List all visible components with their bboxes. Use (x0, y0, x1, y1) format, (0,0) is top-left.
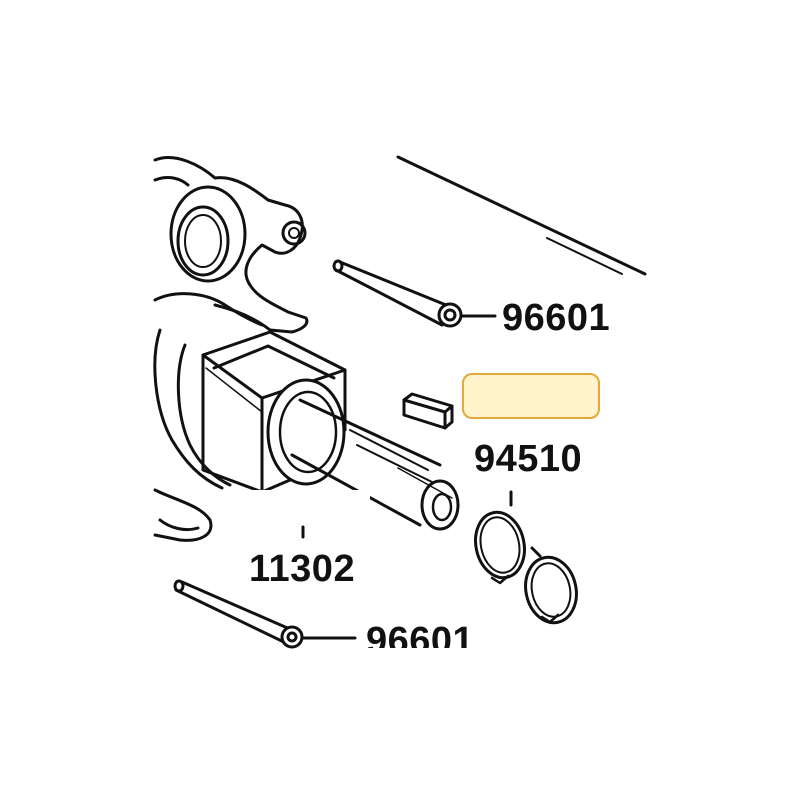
part-number-shaft-housing[interactable]: 11302 (249, 548, 356, 590)
part-number-key[interactable]: 94510 (474, 438, 583, 480)
frame-lines (396, 155, 647, 276)
part-number-pin-top[interactable]: 96601 (502, 297, 611, 339)
highlighted-part-number-box[interactable] (462, 373, 600, 419)
pin-bottom (173, 579, 357, 649)
pin-top (332, 259, 497, 328)
part-number-pin-bottom[interactable]: 96601 (366, 622, 475, 648)
housing-casting (153, 156, 309, 542)
square-boss (201, 330, 347, 494)
output-shaft (290, 398, 460, 531)
circlips (474, 490, 578, 625)
key-part (402, 392, 454, 430)
